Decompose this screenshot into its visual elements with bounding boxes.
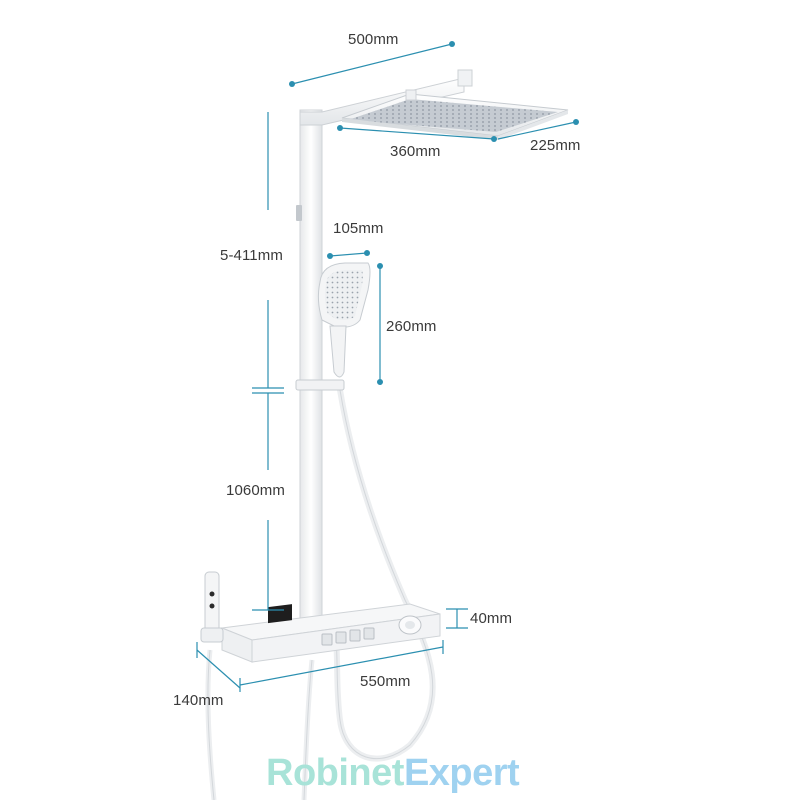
shower-arm xyxy=(299,77,465,126)
dim-line-550 xyxy=(239,646,444,686)
shower-hose xyxy=(333,387,436,762)
dim-label-handheld-width: 105mm xyxy=(333,220,384,237)
dim-line-225 xyxy=(497,121,577,140)
brand-part-b: Expert xyxy=(403,752,520,794)
dimension-lines xyxy=(196,43,577,692)
dim-line-360 xyxy=(339,127,495,140)
temperature-display xyxy=(268,604,292,624)
dimension-end-dots xyxy=(289,41,579,385)
dim-line-140 xyxy=(196,649,241,689)
side-sprayer xyxy=(204,571,220,635)
rain-head-nozzle-plate xyxy=(348,99,558,132)
handheld-handle xyxy=(329,325,347,378)
dim-label-head-side: 225mm xyxy=(530,137,581,154)
dim-label-shelf-thickness: 40mm xyxy=(470,610,513,627)
handheld-holder xyxy=(295,379,345,391)
brand-watermark: RobinetExpert xyxy=(266,752,520,795)
brand-part-a: Robinet xyxy=(266,752,404,794)
dim-line-105 xyxy=(329,252,368,257)
bar-clip xyxy=(296,205,302,221)
dim-line-500 xyxy=(291,43,453,85)
dim-label-head-width: 500mm xyxy=(348,31,399,48)
arm-joint xyxy=(457,69,473,87)
handheld-nozzle-face xyxy=(324,270,363,320)
dim-label-shelf-length: 550mm xyxy=(360,673,411,690)
function-buttons xyxy=(321,627,375,646)
dim-label-bar-height: 1060mm xyxy=(226,482,285,499)
dim-label-spout-offset: 140mm xyxy=(173,692,224,709)
riser-bar xyxy=(299,109,323,621)
dim-label-height-adjust: 5-411mm xyxy=(220,247,283,264)
dim-label-handheld-length: 260mm xyxy=(386,318,437,335)
dim-label-head-depth: 360mm xyxy=(390,143,441,160)
